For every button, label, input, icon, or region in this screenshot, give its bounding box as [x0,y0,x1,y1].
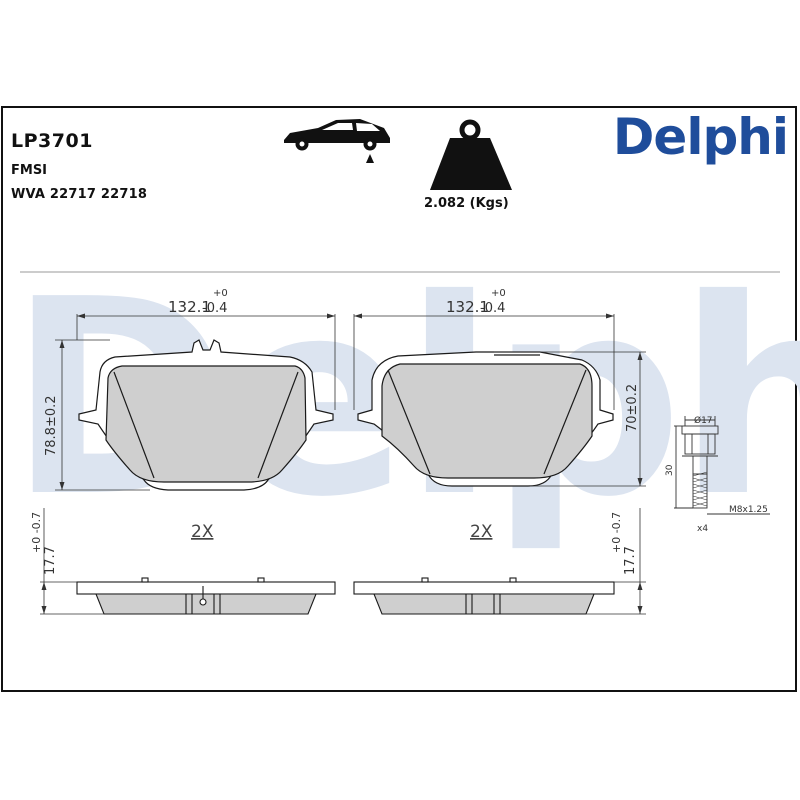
pad-left-height-label: 78.8±0.2 [44,395,59,456]
pad-left-width-tol-lower: -0.4 [202,301,227,316]
pad-left-front-view [78,339,334,491]
pad-right-thickness-label: 17.7 [623,546,638,575]
bolt-drawing [674,416,770,515]
bolt-thread-label: M8x1.25 [729,505,768,515]
pad-right-height-label: 70±0.2 [625,384,640,432]
pad-left-thickness-tol: +0 -0.7 [30,512,43,553]
wva-number: WVA 22717 22718 [11,187,148,202]
pad-right-dimensions [353,313,646,487]
pad-left-thickness-dim [40,508,104,615]
car-icon [284,119,390,163]
fmsi-label: FMSI [11,163,48,178]
bolt-diameter-label: Ø17 [694,415,713,426]
part-number: LP3701 [11,130,93,152]
pad-left-width-label: 132.1 [168,298,211,316]
pad-left-side-view [76,577,336,615]
pad-right-width-label: 132.1 [446,298,489,316]
pad-left-thickness-label: 17.7 [43,546,58,575]
pad-left-dimensions [55,313,336,491]
pad-right-side-view [353,577,615,615]
pad-left-width-tol-upper: +0 [213,288,228,299]
bolt-length-label: 30 [665,464,675,476]
qty-right-label: 2X [470,522,493,542]
brand-logo: Delphi [612,108,789,166]
pad-right-width-tol-lower: -0.4 [480,301,505,316]
weight-icon [430,119,512,190]
pad-right-front-view [357,351,614,487]
weight-value: 2.082 (Kgs) [424,196,509,211]
qty-left-label: 2X [191,522,214,542]
pad-right-thickness-tol: +0 -0.7 [610,512,623,553]
pad-right-thickness-dim [586,508,646,615]
pad-right-width-tol-upper: +0 [491,288,506,299]
bolt-quantity-label: x4 [697,524,708,534]
drawing-frame [1,106,797,692]
